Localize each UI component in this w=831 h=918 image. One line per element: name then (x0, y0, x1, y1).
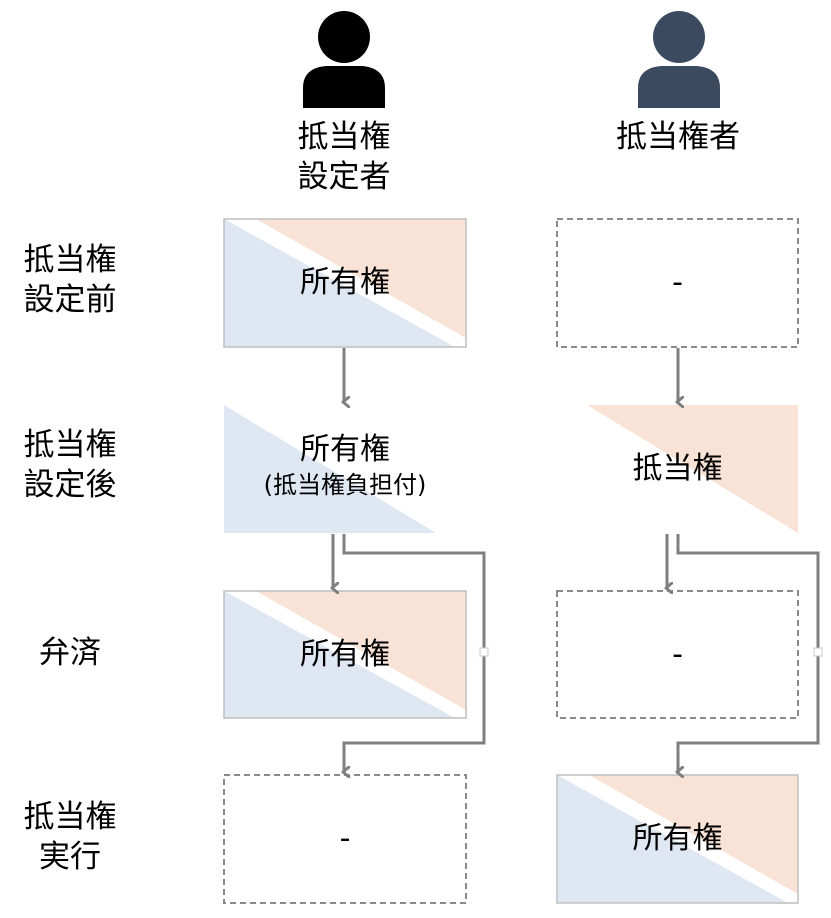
row-label-after-line2: 設定後 (23, 467, 117, 503)
box-r2-holder-shape (587, 405, 798, 533)
box-r3-setter-label: 所有権 (300, 637, 390, 672)
row-label-after-line1: 抵当権 (23, 427, 117, 463)
row-label-repayment: 弁済 (0, 633, 140, 673)
box-r1-holder-label: - (672, 265, 683, 300)
column-title-holder-line1: 抵当権者 (616, 119, 740, 155)
column-title-setter: 抵当権 設定者 (264, 117, 424, 197)
box-r3-holder-shape (556, 590, 799, 719)
box-r4-holder-shape (556, 774, 799, 904)
row-label-after: 抵当権 設定後 (0, 425, 140, 505)
column-title-setter-line1: 抵当権 (297, 119, 391, 155)
row-label-before-line2: 設定前 (23, 282, 117, 318)
row-label-repayment-line1: 弁済 (39, 635, 101, 671)
row-label-execution: 抵当権 実行 (0, 797, 140, 877)
column-title-holder: 抵当権者 (578, 117, 778, 157)
box-r4-setter-shape (223, 774, 467, 904)
row-label-execution-line2: 実行 (39, 839, 101, 875)
box-r4-holder-label: 所有権 (632, 821, 723, 856)
row-label-before: 抵当権 設定前 (0, 240, 140, 320)
box-r1-setter-shape (223, 218, 467, 348)
box-r3-setter-shape (223, 590, 467, 719)
row-label-execution-line1: 抵当権 (23, 799, 117, 835)
box-r2-setter-shape (224, 405, 436, 533)
box-r2-setter-main: 所有権 (300, 432, 390, 467)
box-r1-holder-shape (556, 218, 799, 348)
box-r2-holder-label: 抵当権 (632, 451, 723, 486)
row-label-before-line1: 抵当権 (23, 242, 117, 278)
connector-handle-holder (813, 647, 823, 657)
box-r2-setter-sub: (抵当権負担付) (263, 471, 427, 499)
column-title-setter-line2: 設定者 (297, 159, 391, 195)
setter-person-icon (303, 11, 385, 108)
box-r4-setter-label: - (339, 821, 351, 856)
holder-person-icon (638, 11, 720, 108)
box-r3-holder-label: - (672, 637, 683, 672)
box-r2-setter-label: 所有権 (抵当権負担付) (224, 430, 466, 500)
box-r1-setter-label: 所有権 (300, 265, 390, 300)
connector-handle-setter (479, 647, 489, 657)
